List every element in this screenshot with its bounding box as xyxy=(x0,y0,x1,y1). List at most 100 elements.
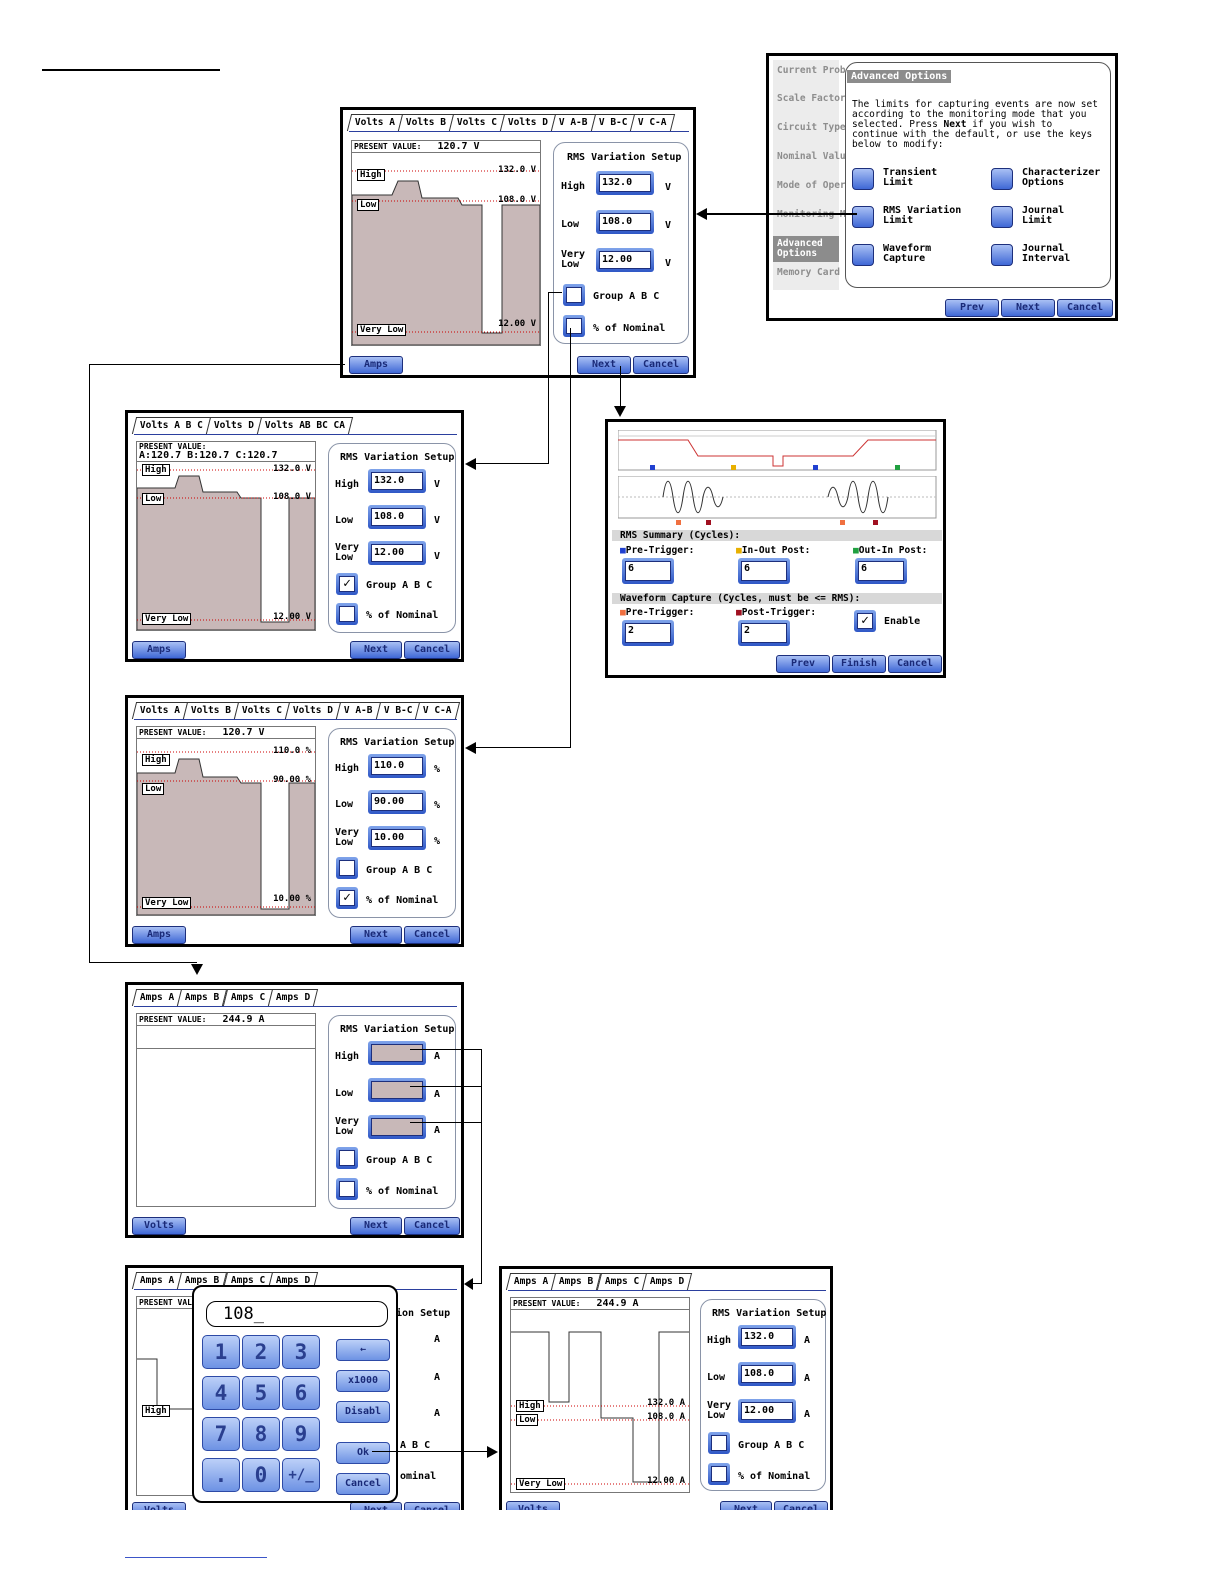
key-9[interactable]: 9 xyxy=(282,1417,320,1451)
next-button[interactable]: Next xyxy=(350,1217,402,1235)
key-plus-minus[interactable]: +/_ xyxy=(282,1458,320,1492)
very-low-field[interactable]: 12.00 xyxy=(368,541,426,565)
low-field[interactable]: 108.0 xyxy=(596,210,654,234)
key-3[interactable]: 3 xyxy=(282,1335,320,1369)
side-advanced-options-active[interactable] xyxy=(773,236,839,262)
very-low-field[interactable]: 12.00 xyxy=(596,248,654,272)
tab-volts-abc[interactable]: Volts A B C xyxy=(131,417,212,434)
cancel-button[interactable]: Cancel xyxy=(633,356,689,374)
amps-button[interactable]: Amps xyxy=(349,356,403,374)
low-field[interactable]: 90.00 xyxy=(368,790,426,814)
percent-nominal-checkbox[interactable] xyxy=(563,315,585,337)
key-4[interactable]: 4 xyxy=(202,1376,240,1410)
very-low-field[interactable]: 12.00 xyxy=(738,1399,796,1423)
side-circuit-type[interactable]: Circuit Type xyxy=(777,122,846,133)
next-button[interactable]: Next xyxy=(350,926,402,944)
cancel-button[interactable]: Cancel xyxy=(1057,299,1113,317)
tab-volts-b[interactable]: Volts B xyxy=(182,702,240,719)
tab-volts-d[interactable]: Volts D xyxy=(205,417,263,434)
cancel-button[interactable]: Cancel xyxy=(774,1501,828,1510)
tab-amps-d[interactable]: Amps D xyxy=(267,989,319,1006)
out-in-post-field[interactable]: 6 xyxy=(855,558,907,584)
group-abc-checkbox[interactable] xyxy=(336,857,358,879)
group-abc-checkbox[interactable]: ✓ xyxy=(336,573,358,595)
tab-amps-b[interactable]: Amps B xyxy=(551,1273,602,1290)
next-button[interactable]: Next xyxy=(577,356,631,374)
characterizer-options-button[interactable] xyxy=(991,168,1013,190)
amps-button[interactable]: Amps xyxy=(132,641,186,659)
journal-interval-button[interactable] xyxy=(991,244,1013,266)
side-mode-of-operation[interactable]: Mode of Operation xyxy=(777,180,875,191)
cancel-button[interactable]: Cancel xyxy=(404,641,460,659)
group-abc-checkbox[interactable] xyxy=(563,284,585,306)
keypad-cancel-key[interactable]: Cancel xyxy=(336,1473,390,1495)
tab-volts-c[interactable]: Volts C xyxy=(233,702,291,719)
high-field[interactable]: 132.0 xyxy=(596,171,654,195)
tab-volts-c[interactable]: Volts C xyxy=(448,114,506,131)
tab-amps-d[interactable]: Amps D xyxy=(641,1273,693,1290)
next-button[interactable]: Next xyxy=(350,641,402,659)
tab-volts-ab-bc-ca[interactable]: Volts AB BC CA xyxy=(256,417,354,434)
percent-nominal-checkbox[interactable] xyxy=(336,1178,358,1200)
enable-checkbox[interactable]: ✓ xyxy=(854,610,876,632)
volts-button[interactable]: Volts xyxy=(506,1501,560,1510)
waveform-capture-button[interactable] xyxy=(852,244,874,266)
backspace-key[interactable]: ← xyxy=(336,1339,390,1361)
key-7[interactable]: 7 xyxy=(202,1417,240,1451)
rms-pre-trigger-field[interactable]: 6 xyxy=(622,558,674,584)
tab-volts-d[interactable]: Volts D xyxy=(285,702,342,719)
group-abc-checkbox[interactable] xyxy=(708,1432,730,1454)
cancel-button[interactable]: Cancel xyxy=(404,926,460,944)
high-field[interactable]: 110.0 xyxy=(368,754,426,778)
prev-button[interactable]: Prev xyxy=(776,655,830,673)
wf-pre-trigger-field[interactable]: 2 xyxy=(622,620,674,646)
tab-v-ab[interactable]: V A-B xyxy=(551,114,596,131)
key-0[interactable]: 0 xyxy=(242,1458,280,1492)
group-abc-checkbox[interactable] xyxy=(336,1147,358,1169)
percent-nominal-checkbox[interactable] xyxy=(708,1463,730,1485)
tab-volts-d[interactable]: Volts D xyxy=(500,114,557,131)
next-button[interactable]: Next xyxy=(350,1502,402,1510)
side-nominal-values[interactable]: Nominal Values xyxy=(777,151,858,162)
prev-button[interactable]: Prev xyxy=(945,299,999,317)
side-memory-card[interactable]: Memory Card xyxy=(777,267,840,278)
volts-button[interactable]: Volts xyxy=(132,1217,186,1235)
tab-volts-b[interactable]: Volts B xyxy=(397,114,455,131)
tab-amps-c[interactable]: Amps C xyxy=(222,989,274,1006)
side-advanced-options[interactable]: Advanced Options xyxy=(777,238,823,259)
low-field[interactable] xyxy=(368,1078,426,1102)
key-1[interactable]: 1 xyxy=(202,1335,240,1369)
tab-v-bc[interactable]: V B-C xyxy=(590,114,636,131)
tab-v-ca[interactable]: V C-A xyxy=(630,114,676,131)
tab-amps-a[interactable]: Amps A xyxy=(131,989,183,1006)
tab-volts-a[interactable]: Volts A xyxy=(346,114,404,131)
key-8[interactable]: 8 xyxy=(242,1417,280,1451)
in-out-post-field[interactable]: 6 xyxy=(738,558,790,584)
side-current-probe[interactable]: Current Probe xyxy=(777,65,852,76)
ok-key[interactable]: Ok xyxy=(336,1442,390,1464)
next-button[interactable]: Next xyxy=(720,1501,772,1510)
tab-amps-a[interactable]: Amps A xyxy=(131,1272,183,1289)
rms-variation-limit-button[interactable] xyxy=(852,206,874,228)
wf-post-trigger-field[interactable]: 2 xyxy=(738,620,790,646)
key-decimal[interactable]: . xyxy=(202,1458,240,1492)
next-button[interactable]: Next xyxy=(1001,299,1055,317)
very-low-field[interactable] xyxy=(368,1115,426,1139)
amps-button[interactable]: Amps xyxy=(132,926,186,944)
tab-amps-c[interactable]: Amps C xyxy=(596,1273,648,1290)
tab-v-ca[interactable]: V C-A xyxy=(415,702,461,719)
very-low-field[interactable]: 10.00 xyxy=(368,826,426,850)
high-field[interactable] xyxy=(368,1041,426,1065)
low-field[interactable]: 108.0 xyxy=(738,1362,796,1386)
key-2[interactable]: 2 xyxy=(242,1335,280,1369)
high-field[interactable]: 132.0 xyxy=(738,1325,796,1349)
cancel-button[interactable]: Cancel xyxy=(404,1217,460,1235)
volts-button[interactable]: Volts xyxy=(132,1502,186,1510)
percent-nominal-checkbox[interactable]: ✓ xyxy=(336,887,358,909)
low-field[interactable]: 108.0 xyxy=(368,505,426,529)
x1000-key[interactable]: x1000 xyxy=(336,1370,390,1392)
disable-key[interactable]: Disabl xyxy=(336,1401,390,1423)
transient-limit-button[interactable] xyxy=(852,168,874,190)
tab-amps-b[interactable]: Amps B xyxy=(177,989,228,1006)
high-field[interactable]: 132.0 xyxy=(368,469,426,493)
